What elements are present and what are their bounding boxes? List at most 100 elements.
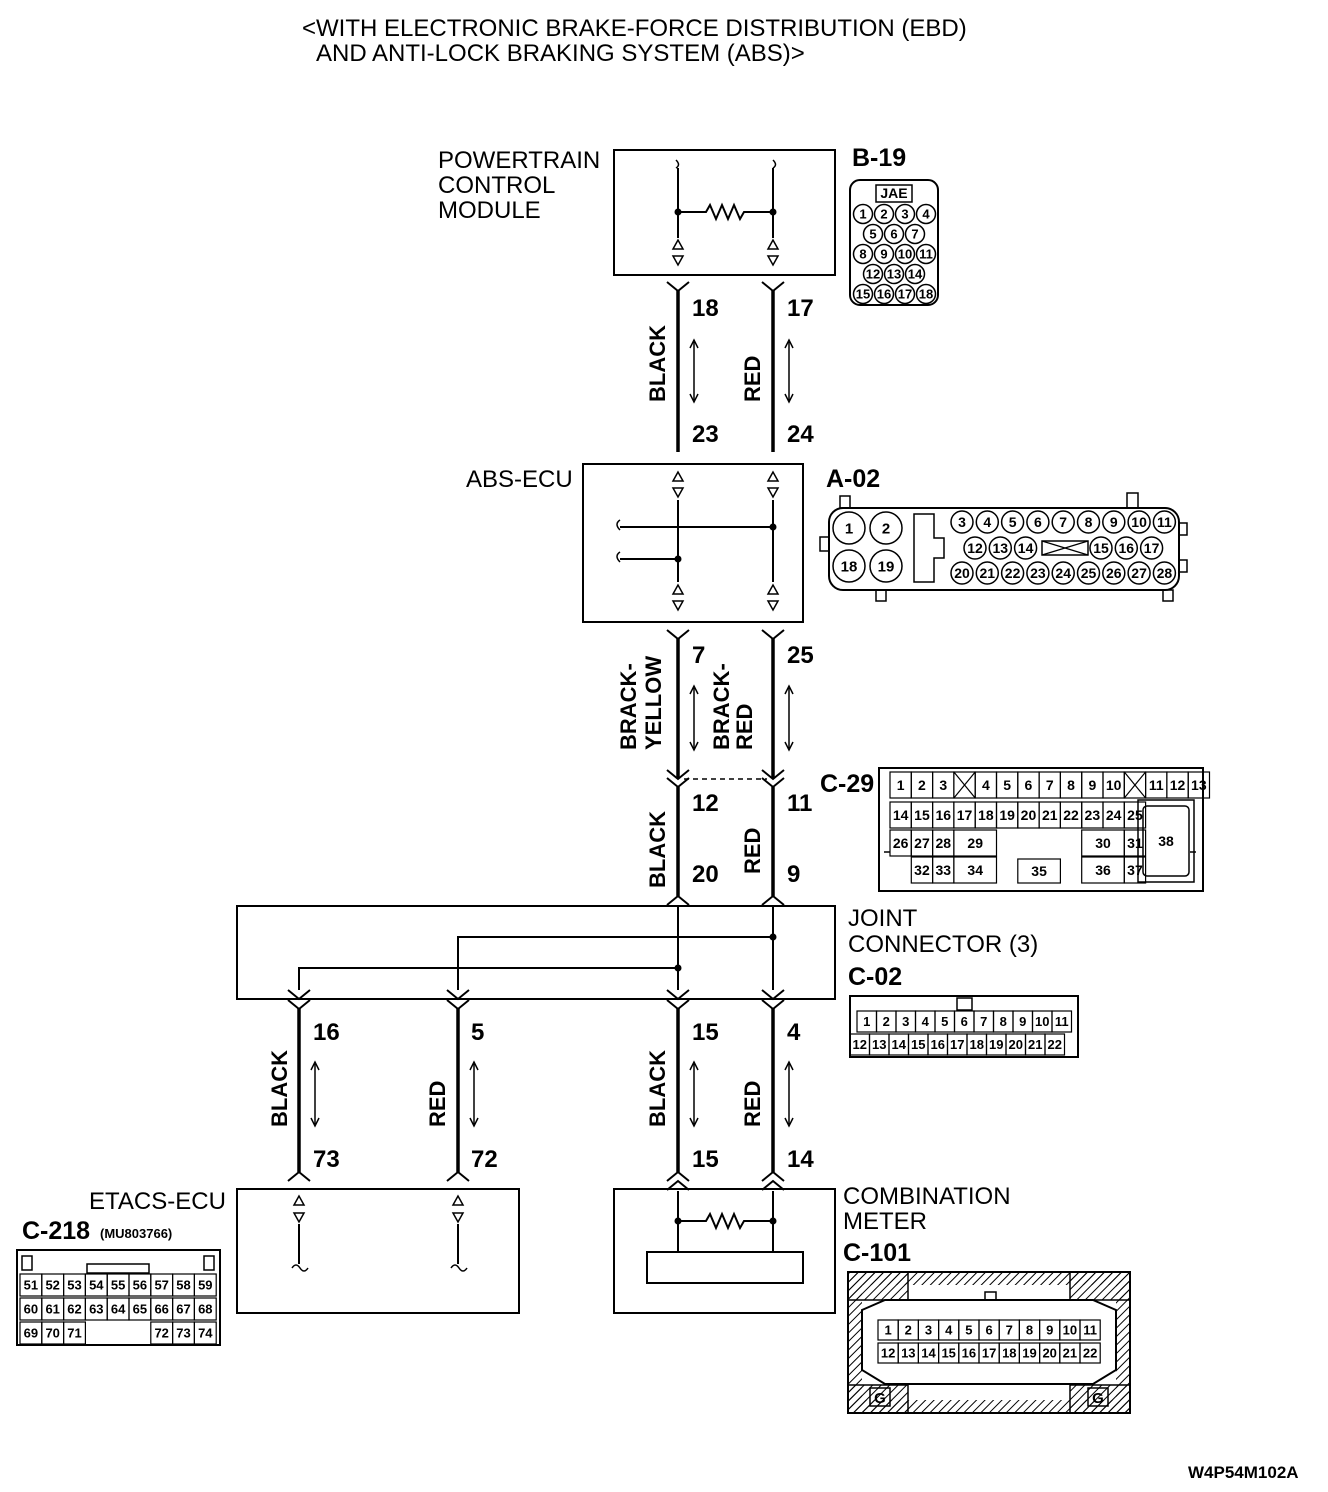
c218-pin-59: 59 <box>193 1273 217 1297</box>
svg-text:1: 1 <box>884 1323 891 1338</box>
c29-pin-32: 32 <box>910 856 934 884</box>
svg-text:53: 53 <box>67 1278 81 1293</box>
svg-text:16: 16 <box>962 1346 976 1361</box>
joint-name-line-1: JOINT <box>848 905 918 932</box>
svg-text:30: 30 <box>1095 835 1111 851</box>
a02-pin-11: 11 <box>1152 510 1177 534</box>
b19-pin-4: 4 <box>915 203 937 225</box>
wire-color-black-4: BLACK <box>645 1050 670 1127</box>
b19-pin-13: 13 <box>883 263 905 285</box>
svg-text:15: 15 <box>911 1037 925 1052</box>
svg-text:12: 12 <box>866 267 880 282</box>
svg-text:2: 2 <box>918 777 926 793</box>
svg-text:4: 4 <box>982 777 990 793</box>
c101-pin-21: 21 <box>1059 1342 1081 1364</box>
meter-name-line-1: COMBINATION <box>843 1183 1011 1210</box>
wire-color-red-1: RED <box>740 356 765 402</box>
double-arrow-icon <box>784 1060 794 1128</box>
c218-pin-51: 51 <box>19 1273 43 1297</box>
svg-text:60: 60 <box>24 1302 38 1317</box>
c101-pin-22: 22 <box>1079 1342 1101 1364</box>
a02-pin-10: 10 <box>1127 510 1151 534</box>
c29-pin-13: 13 <box>1187 771 1211 799</box>
svg-text:21: 21 <box>980 565 996 581</box>
pin-meter-14: 14 <box>787 1146 814 1173</box>
svg-text:12: 12 <box>1170 777 1186 793</box>
joint-connector-component: JOINT CONNECTOR (3) <box>236 905 1038 1001</box>
svg-text:16: 16 <box>931 1037 945 1052</box>
etacs-ecu-name: ETACS-ECU <box>89 1188 226 1215</box>
a02-pin-13: 13 <box>988 536 1013 560</box>
svg-text:65: 65 <box>133 1302 147 1317</box>
svg-text:18: 18 <box>841 558 858 575</box>
svg-text:14: 14 <box>908 267 923 282</box>
svg-text:15: 15 <box>856 287 870 302</box>
svg-text:7: 7 <box>980 1014 987 1029</box>
svg-text:4: 4 <box>922 207 930 222</box>
c29-pin-14: 14 <box>889 801 912 829</box>
pcm-name-line-2: CONTROL <box>438 172 555 199</box>
svg-text:8: 8 <box>1000 1014 1007 1029</box>
combination-meter-component: COMBINATION METER <box>613 1183 1011 1314</box>
a02-pin-23: 23 <box>1026 561 1050 585</box>
c218-pin-73: 73 <box>172 1321 196 1345</box>
svg-text:22: 22 <box>1005 565 1021 581</box>
svg-text:11: 11 <box>1149 777 1164 793</box>
svg-text:14: 14 <box>892 1037 907 1052</box>
wire-color-red-2: RED <box>740 828 765 874</box>
c101-pin-18: 18 <box>998 1342 1021 1364</box>
svg-text:26: 26 <box>1106 565 1122 581</box>
c218-pin-64: 64 <box>106 1297 130 1321</box>
wire-color-black-red-1: BRACK- <box>709 663 734 750</box>
svg-text:13: 13 <box>993 540 1009 556</box>
svg-text:54: 54 <box>89 1278 104 1293</box>
wire-color-black-1: BLACK <box>645 325 670 402</box>
joint-name-line-2: CONNECTOR (3) <box>848 931 1038 958</box>
c02-pin-8: 8 <box>992 1010 1014 1033</box>
c02-pin-7: 7 <box>973 1010 995 1033</box>
connector-c101-label: C-101 <box>843 1239 911 1267</box>
abs-ecu-name: ABS-ECU <box>466 466 573 493</box>
svg-text:56: 56 <box>133 1278 147 1293</box>
pin-etacs-72: 72 <box>471 1146 498 1173</box>
c218-pin-58: 58 <box>172 1273 196 1297</box>
c02-pin-4: 4 <box>914 1010 936 1033</box>
svg-text:5: 5 <box>941 1014 948 1029</box>
a02-pin-1: 1 <box>832 511 866 545</box>
a02-pin-21: 21 <box>975 561 1000 585</box>
abs-ecu-component: ABS-ECU <box>466 463 804 623</box>
svg-text:17: 17 <box>1144 540 1160 556</box>
a02-pin-18: 18 <box>832 549 866 583</box>
c02-pin-1: 1 <box>856 1010 878 1033</box>
b19-pin-5: 5 <box>862 223 884 245</box>
a02-pin-9: 9 <box>1102 510 1126 534</box>
svg-text:9: 9 <box>1088 777 1096 793</box>
c29-pin-5: 5 <box>995 771 1019 799</box>
c02-pin-20: 20 <box>1005 1033 1027 1056</box>
b19-pin-7: 7 <box>904 223 926 245</box>
c02-pin-16: 16 <box>927 1033 949 1056</box>
c101-pin-15: 15 <box>937 1342 960 1364</box>
c29-pin-29: 29 <box>953 829 998 857</box>
c29-pin-19: 19 <box>995 801 1019 829</box>
c29-pin-21: 21 <box>1038 801 1061 829</box>
c29-pin-12: 12 <box>1166 771 1189 799</box>
svg-text:32: 32 <box>914 862 930 878</box>
c29-pin-37: 37 <box>1123 856 1147 884</box>
c29-pin-9: 9 <box>1081 771 1104 799</box>
c02-pin-21: 21 <box>1024 1033 1046 1056</box>
etacs-ecu-component: ETACS-ECU <box>89 1188 520 1314</box>
a02-pin-5: 5 <box>1000 510 1025 534</box>
svg-text:20: 20 <box>1042 1346 1056 1361</box>
c218-pin-69: 69 <box>19 1321 43 1345</box>
pcm-name-line-3: MODULE <box>438 197 541 224</box>
svg-text:12: 12 <box>967 540 983 556</box>
pin-abs-24: 24 <box>787 421 814 448</box>
pin-c29-11: 11 <box>787 790 812 817</box>
svg-text:2: 2 <box>882 520 890 537</box>
c218-pin-54: 54 <box>84 1273 108 1297</box>
c29-pin-11: 11 <box>1144 771 1168 799</box>
